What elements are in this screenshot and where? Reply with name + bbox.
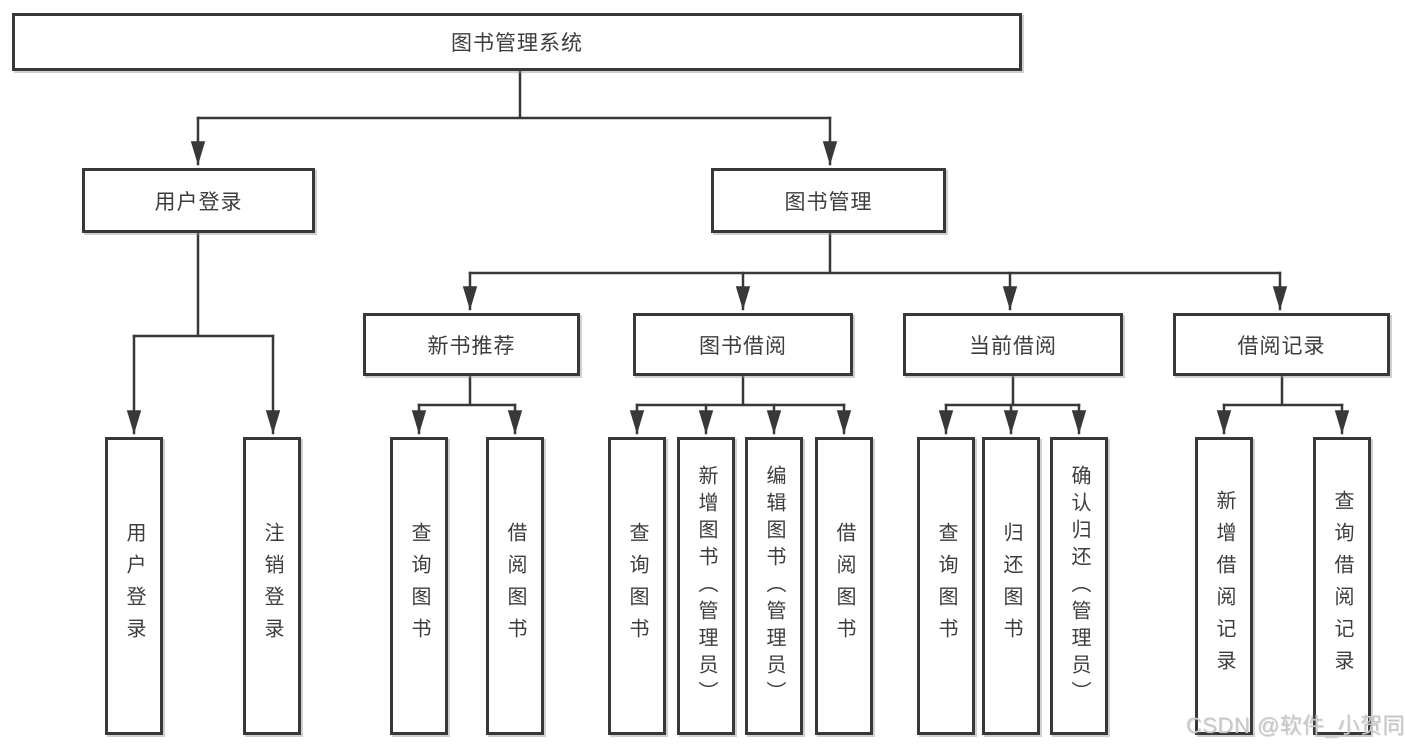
leaf-cb-query-books: 查询图书 — [917, 437, 975, 735]
leaf-cb-confirm-return-admin: 确认归还（管理员） — [1050, 437, 1108, 735]
edge-current-borrow-split — [944, 374, 1081, 407]
leaf-bb-borrow-books: 借阅图书 — [815, 437, 873, 735]
leaf-cb-confirm-return-admin-label: 确认归还（管理员） — [1068, 464, 1090, 708]
leaf-user-login: 用户登录 — [105, 437, 163, 735]
leaf-bb-query-books: 查询图书 — [608, 437, 666, 735]
leaf-br-add-record-label: 新增借阅记录 — [1213, 490, 1235, 682]
leaf-bb-edit-books-admin-label: 编辑图书（管理员） — [763, 464, 785, 708]
leaf-cb-return-books: 归还图书 — [982, 437, 1040, 735]
leaf-nbr-borrow-books-label: 借阅图书 — [504, 522, 526, 650]
leaf-nbr-query-books-label: 查询图书 — [408, 522, 430, 650]
node-root-label: 图书管理系统 — [451, 32, 583, 55]
leaf-logout: 注销登录 — [243, 437, 301, 735]
leaf-bb-edit-books-admin: 编辑图书（管理员） — [745, 437, 803, 735]
node-borrow-records: 借阅记录 — [1173, 313, 1390, 376]
leaf-bb-add-books-admin-label: 新增图书（管理员） — [695, 464, 717, 708]
leaf-nbr-query-books: 查询图书 — [390, 437, 448, 735]
node-book-mgmt: 图书管理 — [711, 168, 946, 233]
node-borrow-records-label: 借阅记录 — [1237, 334, 1326, 358]
edge-book-borrow-split — [635, 374, 846, 407]
leaf-logout-label: 注销登录 — [261, 522, 283, 650]
node-book-borrow: 图书借阅 — [633, 313, 853, 376]
node-user-login-label: 用户登录 — [154, 190, 243, 214]
node-current-borrow-label: 当前借阅 — [969, 334, 1057, 358]
node-book-borrow-label: 图书借阅 — [699, 334, 787, 358]
node-new-book-rec-label: 新书推荐 — [427, 334, 516, 358]
leaf-bb-query-books-label: 查询图书 — [626, 522, 648, 650]
edge-book-mgmt-split — [468, 231, 1282, 275]
csdn-watermark: CSDN @软件_小贺同学 — [1186, 713, 1405, 738]
leaf-bb-add-books-admin: 新增图书（管理员） — [677, 437, 735, 735]
edge-new-book-rec-split — [417, 374, 517, 407]
edge-root-split — [196, 69, 832, 120]
edge-borrow-records-split — [1222, 374, 1344, 407]
node-root: 图书管理系统 — [12, 13, 1022, 71]
node-new-book-rec: 新书推荐 — [363, 313, 580, 376]
leaf-nbr-borrow-books: 借阅图书 — [486, 437, 544, 735]
leaf-cb-query-books-label: 查询图书 — [935, 522, 957, 650]
node-book-mgmt-label: 图书管理 — [784, 190, 873, 214]
leaf-br-add-record: 新增借阅记录 — [1195, 437, 1253, 735]
node-user-login: 用户登录 — [82, 168, 315, 233]
leaf-user-login-label: 用户登录 — [123, 522, 145, 650]
leaf-bb-borrow-books-label: 借阅图书 — [833, 522, 855, 650]
leaf-br-query-record-label: 查询借阅记录 — [1331, 490, 1353, 682]
node-current-borrow: 当前借阅 — [903, 313, 1123, 376]
edge-user-login-split — [132, 231, 275, 338]
leaf-cb-return-books-label: 归还图书 — [1000, 522, 1022, 650]
leaf-br-query-record: 查询借阅记录 — [1313, 437, 1371, 735]
